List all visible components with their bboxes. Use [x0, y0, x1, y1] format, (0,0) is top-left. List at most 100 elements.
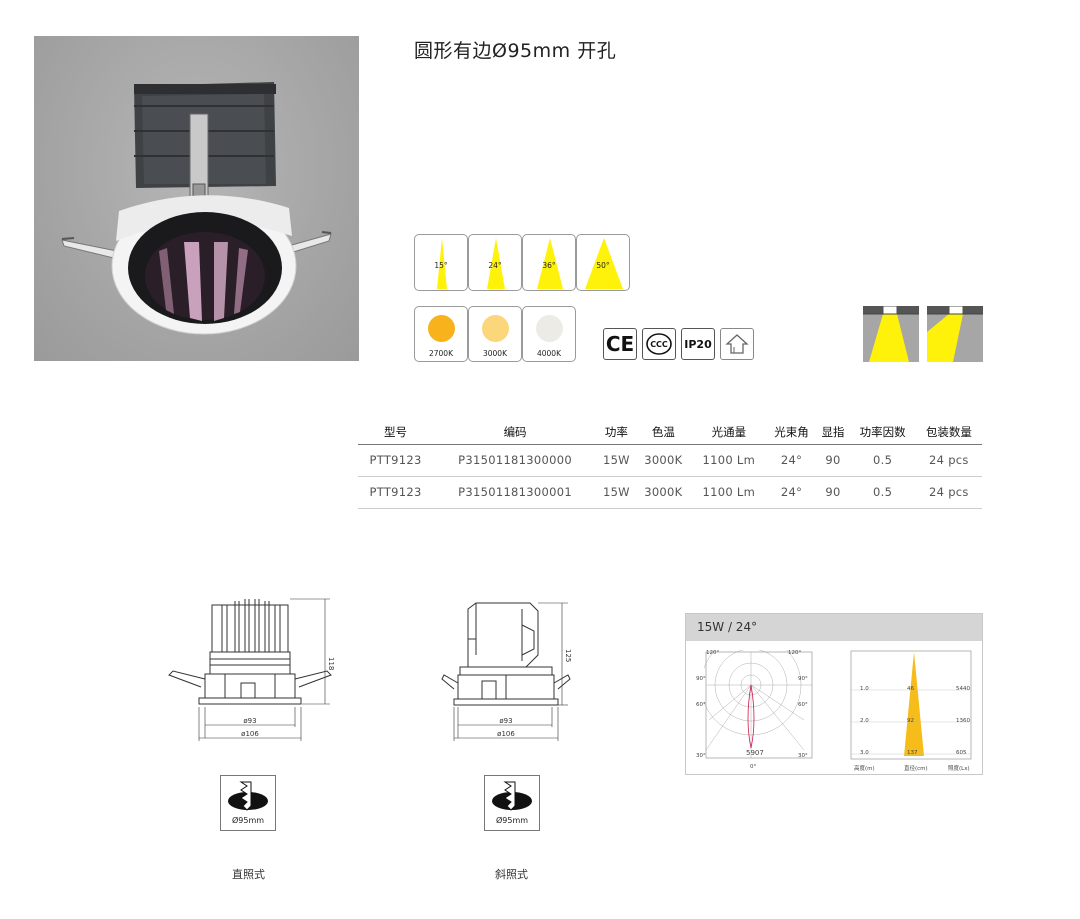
outer-dia-label: ø106: [497, 730, 515, 738]
beam-angle-label: 36°: [542, 261, 556, 270]
ce-mark-icon: CE: [603, 328, 637, 360]
beam-angle-item: 24°: [468, 234, 522, 291]
polar-label-tr: 120°: [788, 650, 802, 656]
table-cell: 24°: [766, 476, 817, 509]
photometric-header: 15W / 24°: [686, 614, 982, 641]
inner-dia-label: ø93: [243, 717, 256, 725]
ccc-mark-icon: CCC: [642, 328, 676, 360]
table-cell: 0.5: [849, 444, 916, 477]
page-title: 圆形有边Ø95mm 开孔: [414, 40, 617, 62]
column-header: 色温: [635, 420, 691, 445]
photometric-title: 15W / 24°: [697, 620, 758, 634]
table-cell: 0.5: [849, 476, 916, 509]
color-swatch: [482, 315, 509, 342]
table-cell: 1100 Lm: [690, 444, 767, 477]
illuminance-lux: 1360: [956, 718, 970, 724]
illuminance-diameter: 46: [907, 686, 914, 692]
illuminance-lux: 605: [956, 750, 967, 756]
table-cell: P31501181300001: [433, 476, 598, 509]
polar-label-tl: 120°: [706, 650, 720, 656]
color-temp-item: 2700K: [414, 306, 468, 362]
table-header-row: 型号编码功率色温光通量光束角显指功率因数包装数量: [358, 420, 982, 445]
illuminance-diameter: 92: [907, 718, 914, 724]
caption-tilted: 斜照式: [495, 868, 528, 881]
inner-dia-label: ø93: [499, 717, 512, 725]
column-header: 功率因数: [849, 420, 916, 445]
table-cell: 90: [816, 444, 850, 477]
product-photo: [34, 36, 359, 361]
downlight-image: [61, 82, 332, 335]
polar-diagram: [704, 650, 813, 759]
table-cell: 24°: [766, 444, 817, 477]
illuminance-diameter: 137: [907, 750, 918, 756]
polar-label-bottom: 0°: [750, 764, 757, 770]
color-temp-label: 2700K: [428, 349, 453, 358]
color-temp-label: 4000K: [536, 349, 561, 358]
column-header: 功率: [597, 420, 636, 445]
polar-label-r90: 90°: [798, 676, 808, 682]
ccc-label: CCC: [650, 340, 668, 349]
cutout-icon-direct: Ø95mm: [220, 775, 276, 831]
table-cell: 3000K: [635, 476, 691, 509]
beam-cone-icon: [537, 238, 563, 289]
illuminance-height: 1.0: [860, 686, 869, 692]
table-cell: 3000K: [635, 444, 691, 477]
height-dim-label: 125: [564, 649, 572, 662]
footer-height: 高度(m): [854, 766, 875, 772]
illuminance-height: 3.0: [860, 750, 869, 756]
color-temp-item: 4000K: [522, 306, 576, 362]
column-header: 显指: [816, 420, 850, 445]
beam-angle-label: 50°: [596, 261, 610, 270]
beam-cone-icon: [585, 238, 623, 289]
polar-label-l90: 90°: [696, 676, 706, 682]
column-header: 型号: [358, 420, 434, 445]
beam-angle-item: 36°: [522, 234, 576, 291]
beam-cone-icon: [487, 238, 505, 289]
table-cell: P31501181300000: [433, 444, 598, 477]
polar-label-r60: 60°: [798, 702, 808, 708]
photometric-panel: 15W / 24° 120° 120° 90° 90° 60° 60° 30° …: [685, 613, 983, 775]
footer-diameter: 直径(cm): [904, 766, 928, 772]
table-cell: 15W: [597, 444, 636, 477]
color-temp-item: 3000K: [468, 306, 522, 362]
tilted-beam-icon: [927, 306, 983, 362]
cutout-label: Ø95mm: [495, 816, 529, 825]
direct-beam-icon: [863, 306, 919, 362]
cutout-hole-icon: [228, 781, 268, 811]
drawing-direct: 118 ø93 ø106: [168, 598, 335, 741]
outer-dia-label: ø106: [241, 730, 259, 738]
cutout-hole-icon: [492, 781, 532, 811]
caption-direct: 直照式: [232, 868, 265, 881]
illuminance-height: 2.0: [860, 718, 869, 724]
column-header: 编码: [433, 420, 598, 445]
illuminance-lux: 5440: [956, 686, 970, 692]
polar-label-r30: 30°: [798, 753, 808, 759]
column-header: 包装数量: [915, 420, 982, 445]
table-cell: 90: [816, 476, 850, 509]
table-cell: 1100 Lm: [690, 476, 767, 509]
cutout-label: Ø95mm: [231, 816, 265, 825]
table-cell: PTT9123: [358, 444, 434, 477]
color-temp-label: 3000K: [482, 349, 507, 358]
beam-cone-icon: [437, 238, 447, 289]
beam-angle-item: 50°: [576, 234, 630, 291]
illuminance-cone: [850, 650, 972, 760]
color-swatch: [428, 315, 455, 342]
column-header: 光通量: [690, 420, 767, 445]
table-cell: 24 pcs: [915, 444, 982, 477]
footer-lux: 照度(Lx): [948, 766, 970, 772]
column-header: 光束角: [766, 420, 817, 445]
ip-rating-badge: IP20: [681, 328, 715, 360]
table-cell: PTT9123: [358, 476, 434, 509]
beam-angle-label: 24°: [488, 261, 502, 270]
indoor-use-icon: [720, 328, 754, 360]
beam-angle-label: 15°: [434, 261, 448, 270]
polar-label-l60: 60°: [696, 702, 706, 708]
height-dim-label: 118: [327, 657, 335, 670]
polar-peak-value: 5907: [746, 749, 764, 757]
table-cell: 24 pcs: [915, 476, 982, 509]
